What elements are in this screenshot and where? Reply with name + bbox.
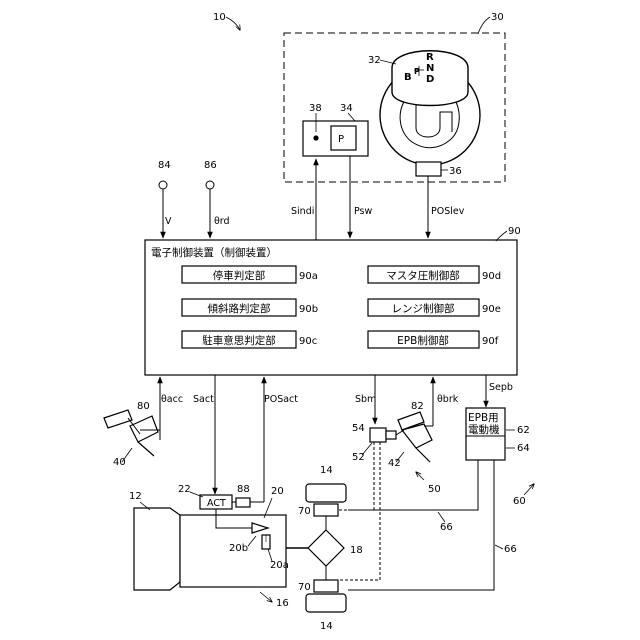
ref-cable-66a: 66 [440,522,453,533]
sig-psw: Psw [354,206,373,217]
sig-sindi: Sindi [291,206,314,217]
ref-epb-unit: 64 [517,443,530,454]
block-90e-label: レンジ制御部 [392,302,455,315]
epb-label-2: 電動機 [468,423,500,436]
block-90e-ref: 90e [482,304,501,315]
shift-r-label: R [426,52,434,63]
brake-system-leader [416,472,424,480]
epb-cable-top [348,460,478,510]
act-label: ACT [207,498,226,509]
cable-66b-leader [495,545,503,549]
accel-pedal-leader [122,448,132,462]
differential [308,530,344,566]
ref-wheel-bottom: 14 [320,621,333,632]
ref-controller: 90 [508,226,521,237]
ref-sensor-54: 54 [352,423,365,434]
ref-brake-top: 70 [298,506,311,517]
ref-epb-actuator: 62 [517,425,530,436]
ref-wheel-top: 14 [320,465,333,476]
block-90b-label: 傾斜路判定部 [208,302,271,315]
master-cylinder [370,428,386,442]
controller-title: 電子制御装置（制御装置） [151,246,277,259]
ref-accel-sensor: 80 [137,401,150,412]
sig-theta-acc: θacc [161,394,183,405]
p-switch-label: P [338,134,344,145]
block-90b-ref: 90b [299,304,318,315]
wheel-bottom [306,594,346,612]
block-90a-label: 停車判定部 [213,269,266,282]
brake-bottom [314,580,338,592]
block-90d-ref: 90d [482,271,501,282]
sig-v: V [165,216,172,227]
transmission-leader [260,592,272,602]
brake-pedal [398,412,432,462]
vehicle-speed-sensor [159,181,167,189]
ref-sensor-86: 86 [204,160,217,171]
ref-cable-66b: 66 [504,544,517,555]
block-90c-label: 駐車意思判定部 [202,334,276,347]
p-switch-leader [348,113,355,121]
sig-theta-rd: θrd [214,216,230,227]
shift-n-label: N [426,63,434,74]
engine-block [134,508,180,590]
ref-p-switch: 34 [340,103,353,114]
epb-cable-bottom [348,460,494,590]
position-sensor-88 [236,498,250,507]
shift-b-label: B [404,72,412,83]
ref-act: 22 [178,484,191,495]
block-90f-label: EPB制御部 [397,334,449,347]
pushrod [396,430,404,435]
ref-parking-gear: 20a [270,560,289,571]
ref-brake-sensor: 82 [411,401,424,412]
ref-engine: 12 [129,491,142,502]
ref-system: 10 [213,12,226,23]
master-cyl-leader [362,443,372,455]
system-leader [226,17,240,30]
ref-sensor-84: 84 [158,160,171,171]
sig-sepb: Sepb [489,382,513,393]
ref-indicator: 38 [309,103,322,114]
ref-brake-system: 50 [428,484,441,495]
ref-parking-lock: 20 [271,486,284,497]
brake-top [314,504,338,516]
sig-posact: POSact [264,394,298,405]
block-90d-label: マスタ圧制御部 [386,269,460,282]
wheel-top [306,484,346,502]
ref-sensor-88: 88 [237,484,250,495]
sig-poslev: POSlev [431,206,465,217]
ref-sensor-36: 36 [449,166,462,177]
ref-brake-bottom: 70 [298,582,311,593]
sig-sact: Sact [193,394,214,405]
booster [386,431,396,439]
shift-d-label: D [426,74,434,85]
ref-accel-pedal: 40 [113,457,126,468]
sig-sbm: Sbm [355,394,376,405]
ref-shift-unit: 30 [491,12,504,23]
ref-epb-system: 60 [513,496,526,507]
ref-parking-pawl: 20b [229,543,248,554]
block-90f-ref: 90f [482,336,499,347]
road-gradient-sensor [206,181,214,189]
epb-label-1: EPB用 [468,412,499,424]
ref-brake-pedal: 42 [388,458,401,469]
p-indicator-lamp [313,135,318,140]
position-sensor-36 [416,162,441,176]
ref-shift-lever: 32 [368,55,381,66]
block-90c-ref: 90c [299,336,317,347]
ref-differential: 18 [350,545,363,556]
sig-theta-brk: θbrk [437,394,459,405]
epb-system-leader [524,484,534,495]
shift-unit-leader [478,17,490,34]
block-90a-ref: 90a [299,271,318,282]
ref-transmission: 16 [276,598,289,609]
cable-66a-leader [438,512,445,522]
